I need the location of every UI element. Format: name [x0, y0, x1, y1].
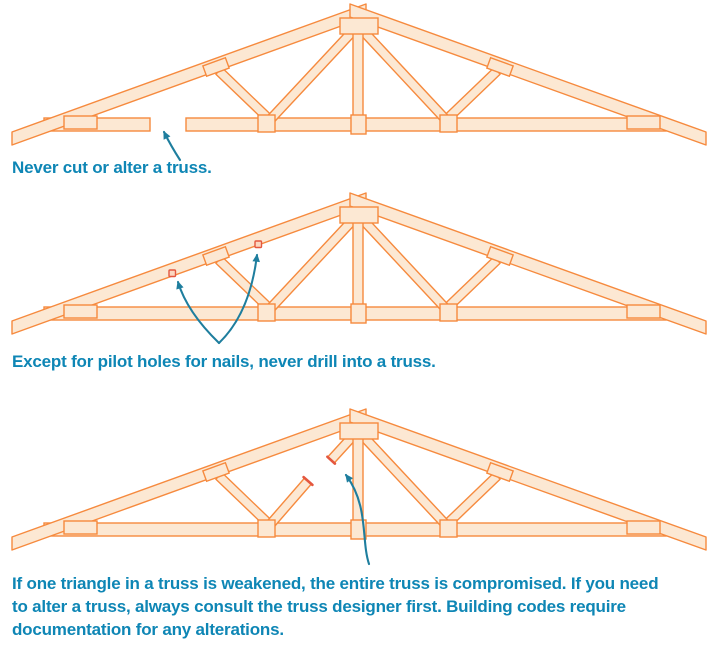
heel-gusset-plate-left — [63, 304, 98, 319]
top-chord-gusset-left — [201, 461, 231, 483]
heel-gusset-plate-left — [63, 520, 98, 535]
caption-weakened-triangle: If one triangle in a truss is weakened, … — [12, 574, 659, 640]
panel-gusset-plate-left — [257, 303, 276, 322]
heel-gusset-plate-right — [626, 115, 661, 130]
panel-gusset-plate-right — [439, 519, 458, 538]
top-chord-right — [349, 192, 707, 335]
heel-gusset-plate-left — [63, 115, 98, 130]
heel-gusset-plate-right — [626, 520, 661, 535]
panel-gusset-plate-right — [439, 114, 458, 133]
panel-gusset-plate-left — [257, 519, 276, 538]
truss-never-cut — [11, 3, 707, 146]
king-post-base-gusset — [350, 303, 367, 324]
peak-gusset-plate — [339, 422, 379, 440]
cut-mark — [326, 455, 337, 465]
king-post — [352, 31, 364, 127]
top-chord-right — [349, 3, 707, 146]
king-post-base-gusset — [350, 519, 367, 540]
panel-gusset-plate-right — [439, 303, 458, 322]
cut-gap-arrow — [162, 130, 182, 162]
heel-gusset-plate-right — [626, 304, 661, 319]
drill-hole — [168, 269, 177, 278]
peak-gusset-plate — [339, 206, 379, 224]
top-chord-gusset-right — [485, 461, 515, 483]
panel-gusset-plate-left — [257, 114, 276, 133]
top-chord-right — [349, 408, 707, 551]
peak-gusset-plate — [339, 17, 379, 35]
top-chord-gusset-right — [485, 56, 515, 78]
king-post-base-gusset — [350, 114, 367, 135]
top-chord-gusset-left — [201, 245, 231, 267]
top-chord-gusset-left — [201, 56, 231, 78]
severed-diagonal-arrow — [344, 473, 371, 566]
drill-hole — [254, 240, 263, 249]
caption-pilot-holes: Except for pilot holes for nails, never … — [12, 352, 436, 371]
cut-mark — [302, 475, 314, 487]
drill-hole-arrow-left — [176, 280, 221, 345]
truss-weakened-triangle — [11, 408, 707, 551]
truss-drill-holes — [11, 192, 707, 335]
top-chord-gusset-right — [485, 245, 515, 267]
drill-hole-arrow-right — [217, 253, 260, 345]
king-post — [352, 220, 364, 316]
caption-never-cut: Never cut or alter a truss. — [12, 158, 212, 177]
